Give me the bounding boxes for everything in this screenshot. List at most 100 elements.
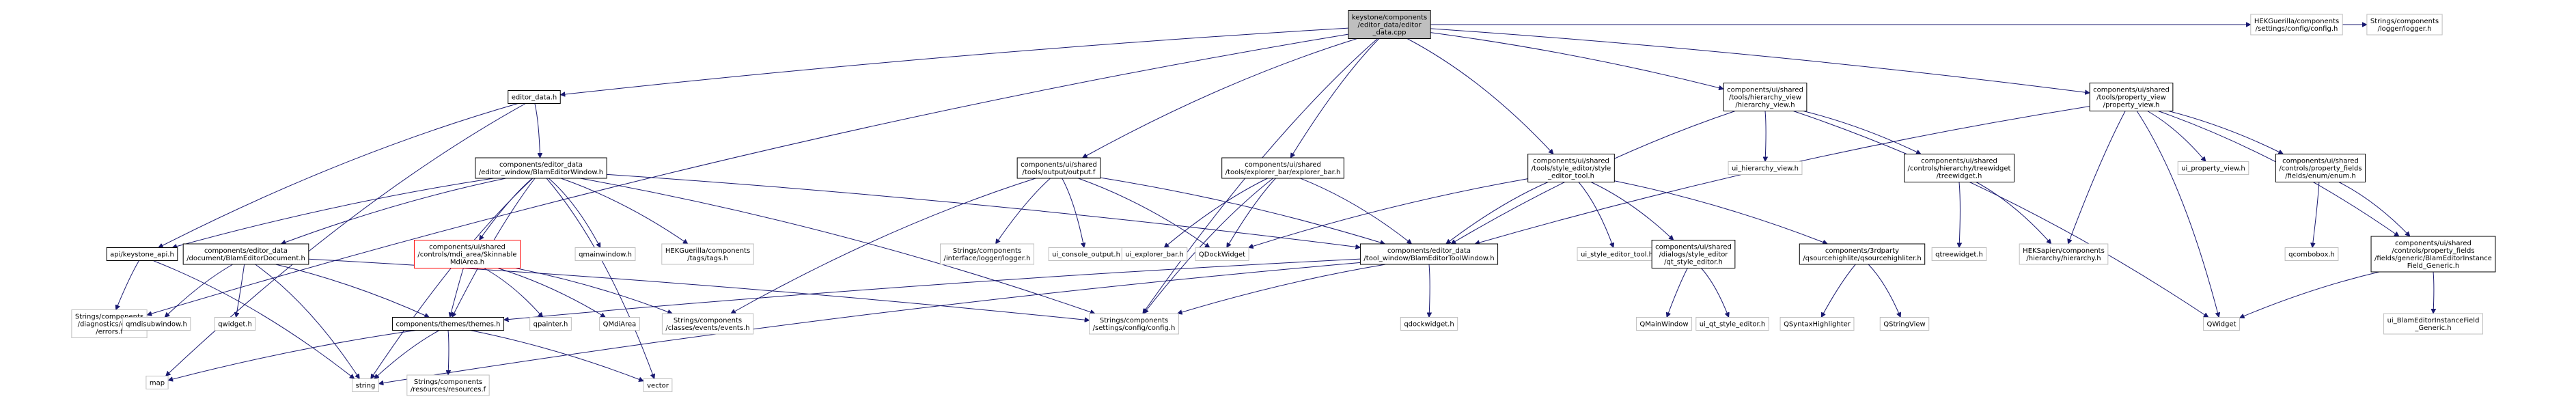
edge-style-editor-tool-to-qsource-hl	[1614, 180, 1827, 244]
node-label-line: components/ui/shared	[2395, 240, 2471, 247]
node-label-line: string	[356, 383, 376, 390]
node-label-line: /controls/hierarchy/treewidget	[1908, 165, 2011, 173]
node-mdi-area: components/ui/shared/controls/mdi_area/S…	[413, 240, 521, 268]
node-box	[661, 313, 754, 335]
node-label-line: QDockWidget	[1199, 251, 1245, 259]
node-box	[413, 240, 521, 268]
node-label-line: QStringView	[1883, 321, 1925, 329]
node-label-line: api/keystone_api.h	[110, 251, 174, 259]
node-box	[1779, 317, 1855, 331]
node-config-h: Strings/components/settings/config/confi…	[1089, 313, 1179, 335]
edge-style-editor-tool-to-ui-style-tool	[1578, 182, 1614, 248]
edge-editor-document-to-qmdisubwindow	[165, 264, 233, 318]
edge-explorer-bar-to-tool-window	[1300, 178, 1411, 244]
edge-root-to-diag-errors	[147, 33, 1348, 315]
edge-property-view-to-heksapien-hier	[2068, 111, 2126, 245]
node-label-line: Strings/components	[414, 378, 482, 386]
node-label-line: /qsourcehighlite/qsourcehighliter.h	[1803, 255, 1921, 262]
node-label-line: /hierarchy/hierarchy.h	[2026, 255, 2101, 262]
node-map: map	[146, 376, 169, 389]
node-label-line: /tools/property_view	[2096, 94, 2166, 102]
node-vector: vector	[643, 378, 673, 392]
edge-editor-window-to-qmainwindow-h	[548, 178, 601, 248]
node-label-line: components/ui/shared	[2093, 87, 2170, 94]
node-qsource-hl: components/3rdparty/qsourcehighlite/qsou…	[1799, 243, 1926, 265]
node-label-line: Strings/components	[674, 317, 742, 324]
node-qcombobox: qcombobox.h	[2284, 247, 2339, 261]
node-box	[391, 317, 505, 331]
edge-editor-window-to-mdi-area	[480, 178, 533, 240]
edge-tool-window-to-string	[378, 262, 1361, 383]
node-label-line: HEKGuerilla/components	[665, 247, 750, 255]
node-hierarchy-view: components/ui/shared/tools/hierarchy_vie…	[1723, 83, 1808, 111]
node-label-line: /fields/enum/enum.h	[2285, 173, 2356, 180]
node-box	[643, 378, 673, 392]
edge-editor-window-to-config-h	[580, 178, 1095, 314]
edge-themes-to-string	[374, 330, 440, 379]
edge-editor-data-h-to-editor-window	[534, 103, 540, 158]
node-qt-style-editor: components/ui/shared/dialogs/style_edito…	[1651, 240, 1736, 268]
node-hekg-config: HEKGuerilla/components/settings/config/c…	[2250, 14, 2343, 36]
node-label-line: ui_console_output.h	[1052, 251, 1120, 259]
node-box	[1089, 313, 1179, 335]
edge-tool-window-to-qdockwidget-h	[1429, 264, 1430, 318]
node-label-line: keystone/components	[1352, 14, 1427, 22]
node-box	[1879, 317, 1930, 331]
node-label-line: /controls/property_fields	[2392, 247, 2474, 255]
edge-root-to-editor-data-h	[560, 27, 1348, 95]
node-label-line: ui_BlamEditorInstanceField	[2387, 317, 2480, 324]
node-label-line: components/themes/themes.h	[396, 321, 500, 329]
edge-editor-window-to-editor-document	[281, 178, 506, 244]
node-ui-property: ui_property_view.h	[2177, 161, 2249, 175]
edge-enum-h-to-qcombobox	[2312, 182, 2320, 248]
node-box	[1348, 10, 1431, 39]
node-enum-h: components/ui/shared/controls/property_f…	[2275, 154, 2366, 182]
edge-root-to-style-editor-tool	[1407, 38, 1553, 154]
node-label-line: components/ui/shared	[1021, 161, 1097, 169]
node-label-line: components/editor_data	[499, 161, 583, 169]
edge-editor-window-to-string	[371, 178, 534, 379]
node-label-line: /editor_data/editor	[1357, 22, 1422, 29]
node-label-line: components/editor_data	[1387, 247, 1471, 255]
node-label-line: /hierarchy_view.h	[1735, 102, 1795, 109]
node-label-line: /controls/property_fields	[2279, 165, 2362, 173]
node-label-line: components/ui/shared	[2282, 158, 2359, 165]
node-label-line: /diagnostics/errors	[78, 321, 141, 329]
node-label-line: qpainter.h	[534, 321, 568, 329]
node-qstringview: QStringView	[1879, 317, 1930, 331]
node-keystone-api: api/keystone_api.h	[106, 247, 178, 261]
node-box	[2275, 154, 2366, 182]
node-label-line: /interface/logger/logger.h	[943, 255, 1030, 262]
edge-output-to-logger-if	[996, 178, 1051, 244]
edge-editor-window-to-tool-window	[607, 174, 1360, 247]
node-label-line: qtreewidget.h	[1935, 251, 1983, 259]
edge-themes-to-map	[168, 330, 417, 381]
node-label-line: Strings/components	[2370, 18, 2439, 25]
node-label-line: components/ui/shared	[1245, 161, 1321, 169]
node-label-line: Strings/components	[1100, 317, 1168, 324]
node-diag-errors: Strings/components/diagnostics/errors/er…	[71, 309, 148, 338]
node-treewidget: components/ui/shared/controls/hierarchy/…	[1904, 154, 2014, 182]
node-qmainwindow-h: qmainwindow.h	[574, 247, 636, 261]
node-box	[406, 374, 490, 396]
node-tool-window: components/editor_data/tool_window/BlamE…	[1359, 243, 1499, 265]
node-box	[1931, 247, 1987, 261]
node-editor-window: components/editor_data/editor_window/Bla…	[475, 157, 607, 179]
edge-editor-window-to-hekg-tags	[560, 178, 688, 244]
edge-mdi-area-to-themes	[450, 268, 464, 318]
node-label-line: QWidget	[2206, 321, 2236, 329]
node-label-line: _Generic.h	[2414, 324, 2451, 332]
edge-tool-window-to-config-h	[1178, 264, 1386, 314]
edge-treewidget-to-heksapien-hier	[1976, 182, 2051, 245]
edge-root-to-config-h	[1143, 38, 1378, 314]
node-string: string	[352, 378, 379, 392]
node-qmainwindow: QMainWindow	[1635, 317, 1693, 331]
node-label-line: qcombobox.h	[2288, 251, 2335, 259]
node-box	[1695, 317, 1769, 331]
node-box	[1221, 157, 1344, 179]
node-box	[1121, 247, 1188, 261]
edge-root-to-output	[1083, 38, 1357, 158]
node-qdockwidget: QDockWidget	[1195, 247, 1249, 261]
edge-editor-data-h-to-keystone-api	[158, 103, 518, 248]
